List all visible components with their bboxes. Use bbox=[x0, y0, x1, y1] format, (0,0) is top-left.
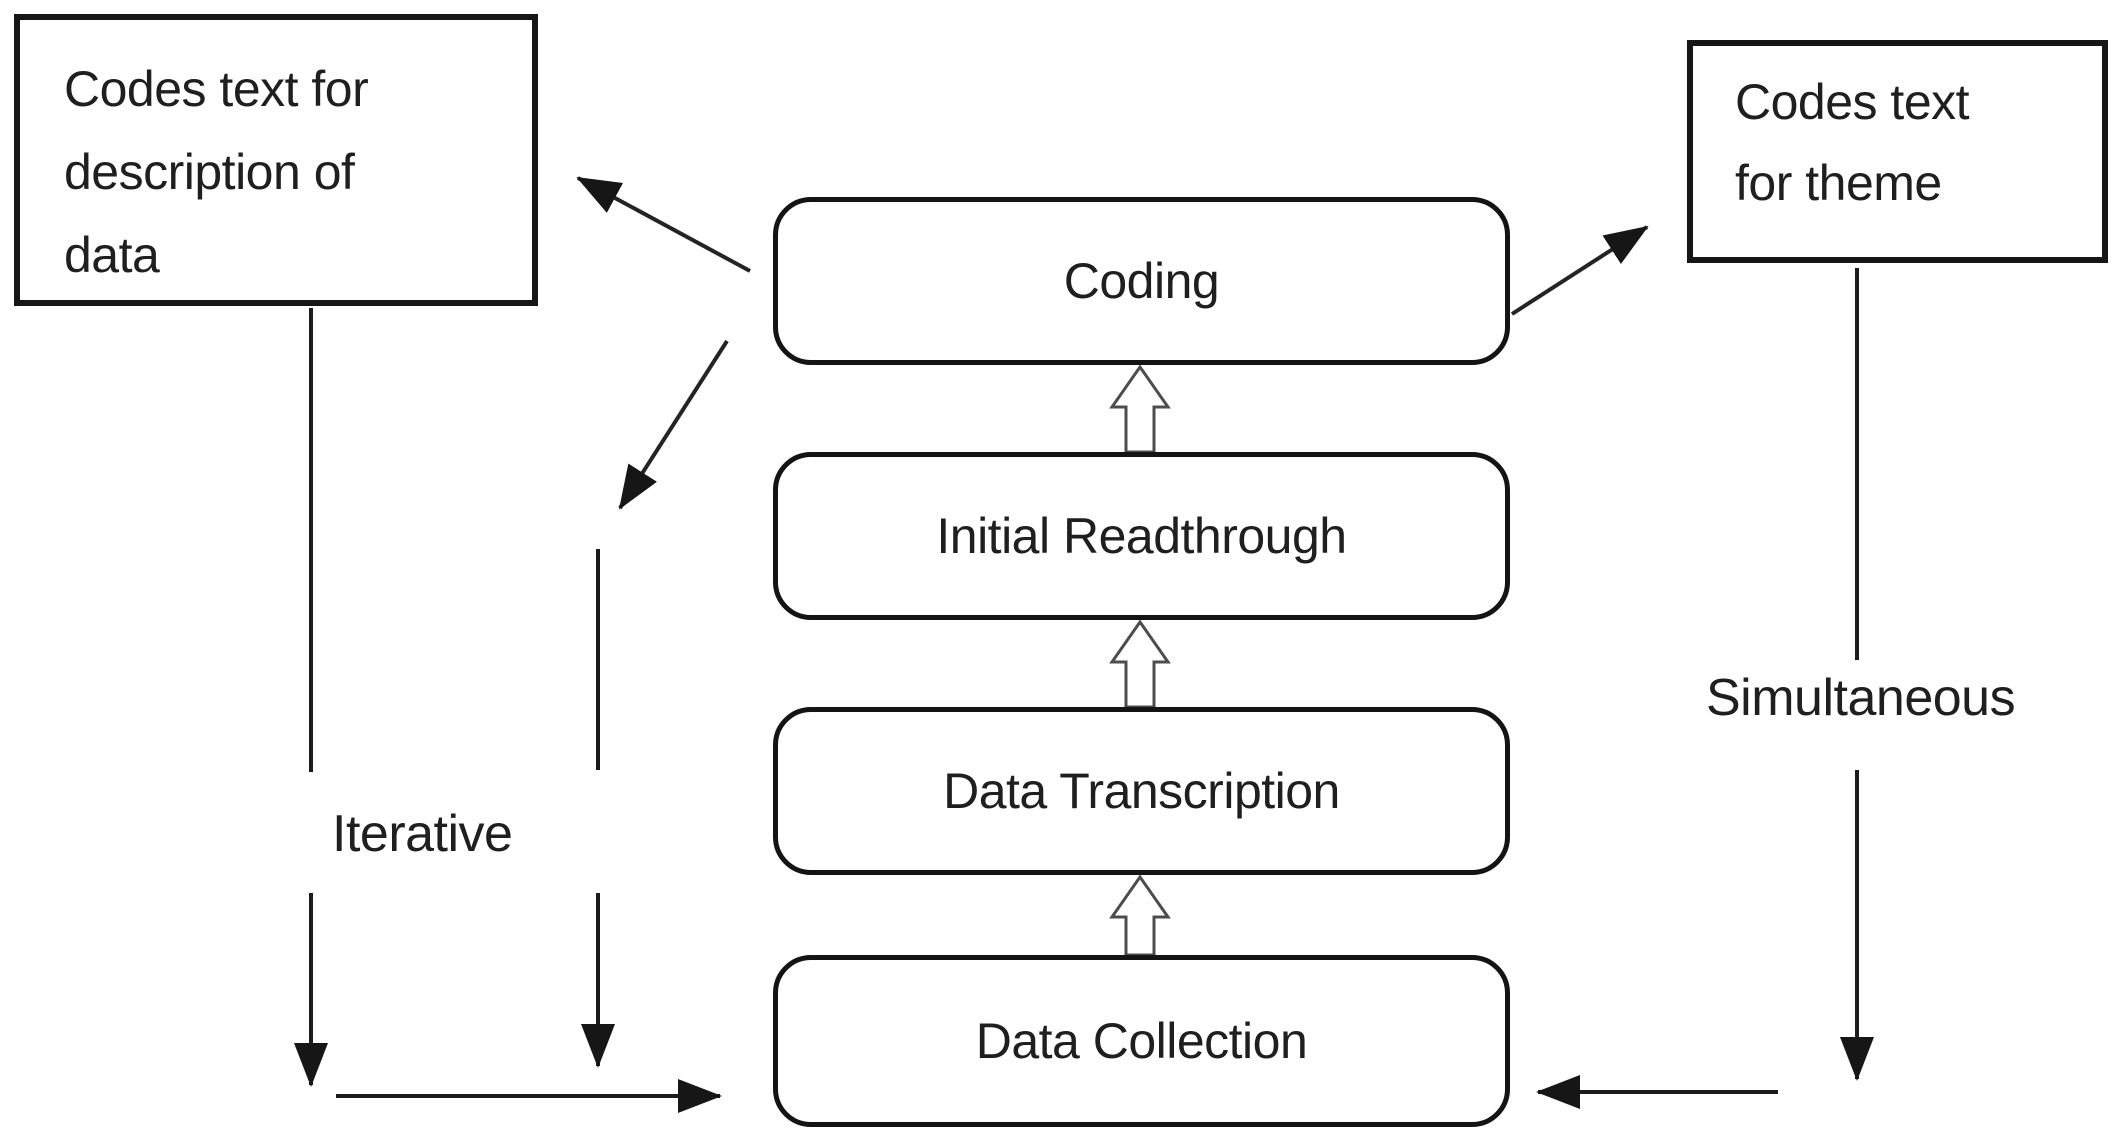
node-codes-for-description-label: Codes text for description of data bbox=[64, 61, 369, 283]
node-data-collection: Data Collection bbox=[773, 955, 1510, 1127]
node-data-transcription-label: Data Transcription bbox=[943, 763, 1340, 819]
arrow-coding-to-iterative-line bbox=[618, 339, 729, 510]
arrow-coding-to-desc bbox=[576, 176, 751, 273]
node-initial-readthrough: Initial Readthrough bbox=[773, 452, 1510, 620]
label-iterative: Iterative bbox=[332, 805, 513, 863]
node-data-transcription: Data Transcription bbox=[773, 707, 1510, 875]
arrow-coding-to-theme bbox=[1510, 225, 1649, 316]
node-codes-for-theme-label: Codes text for theme bbox=[1735, 74, 1970, 211]
node-codes-for-description: Codes text for description of data bbox=[14, 14, 538, 306]
label-simultaneous: Simultaneous bbox=[1706, 669, 2016, 727]
node-coding-label: Coding bbox=[1063, 253, 1220, 309]
block-arrow-transcription-to-readthrough bbox=[1109, 619, 1171, 709]
node-initial-readthrough-label: Initial Readthrough bbox=[936, 508, 1347, 564]
node-data-collection-label: Data Collection bbox=[975, 1013, 1308, 1069]
node-coding: Coding bbox=[773, 197, 1510, 365]
node-codes-for-theme: Codes text for theme bbox=[1687, 40, 2108, 263]
block-arrow-readthrough-to-coding bbox=[1109, 364, 1171, 454]
block-arrow-collection-to-transcription bbox=[1109, 874, 1171, 957]
